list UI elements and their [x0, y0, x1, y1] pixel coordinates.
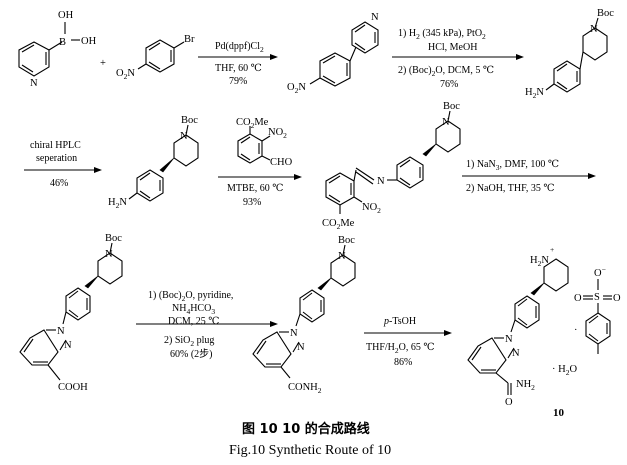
imine-intermediate: N Boc N NO2 CO2Me	[322, 101, 461, 231]
amide-nh2: NH2	[516, 379, 535, 392]
piperidine-nitrogen: N	[590, 24, 598, 35]
step1-reagent: Pd(dppf)Cl2	[215, 41, 264, 54]
hydroxyl-top: OH	[58, 10, 74, 21]
methyl-ester: CO2Me	[236, 117, 269, 130]
step2-reagent-3: 2) (Boc)2O, DCM, 5 ℃	[398, 65, 494, 78]
imine-nitrogen: N	[377, 176, 385, 187]
bromine-atom: Br	[184, 34, 195, 45]
compound-label: 10	[553, 407, 565, 419]
sulfonyl-oxygen: O	[574, 293, 582, 304]
step6-reagent-3: DCM, 25 ℃	[168, 316, 219, 327]
indazole-n2: N	[290, 328, 298, 339]
boc-group: Boc	[597, 8, 614, 19]
boc-group: Boc	[181, 115, 198, 126]
step2-reagent-1: 1) H2 (345 kPa), PtO2	[398, 28, 486, 41]
step4-conditions: MTBE, 60 ℃	[227, 183, 283, 194]
aldehyde-group: CHO	[270, 157, 293, 168]
step1-conditions: THF, 60 ℃	[215, 63, 262, 74]
boron-atom: B	[59, 37, 66, 48]
sulfur-atom: S	[594, 292, 600, 303]
boc-group: Boc	[105, 233, 122, 244]
sulfonyl-oxygen-2: O	[613, 293, 621, 304]
indazole-n1: N	[297, 342, 305, 353]
piperidine-nitrogen: N	[338, 251, 346, 262]
indazole-n2: N	[505, 334, 513, 345]
nitro-o2n: O2N	[116, 68, 135, 81]
step6-reagent-1: 1) (Boc)2O, pyridine,	[148, 290, 233, 303]
sulfonate-o-minus: O−	[594, 265, 606, 279]
step6-reagent-2: NH4HCO3	[172, 303, 215, 316]
plus-sign: +	[100, 58, 106, 69]
methyl-ester: CO2Me	[322, 218, 355, 231]
bromo-nitrobenzene: Br O2N	[116, 34, 195, 81]
carboxylic-acid: COOH	[58, 382, 88, 393]
pyridine-nitrogen: N	[371, 12, 379, 23]
piperidine-nitrogen: N	[442, 117, 450, 128]
pyridine-boronic-acid: B OH OH N	[18, 10, 97, 89]
nitro-o2n: O2N	[287, 82, 306, 95]
step5-reagent-1: 1) NaN3, DMF, 100 ℃	[466, 159, 559, 172]
boc-group: Boc	[338, 235, 355, 246]
amine-h2n: H2N	[108, 197, 127, 210]
caption-english: Fig.10 Synthetic Route of 10	[229, 443, 391, 458]
tosylate-anion: O− S O O ·	[574, 265, 621, 354]
piperidine-nitrogen: N	[105, 249, 113, 260]
hydroxyl-right: OH	[81, 36, 97, 47]
indazole-carboxylic-acid: N Boc N N COOH	[19, 233, 123, 393]
caption-chinese: 图 10 10 的合成路线	[242, 421, 370, 437]
step5-reagent-2: 2) NaOH, THF, 35 ℃	[466, 183, 555, 194]
nitro-group: NO2	[268, 127, 287, 140]
chiral-boc-aminophenyl-piperidine: N Boc H2N	[108, 115, 199, 210]
step3-yield: 46%	[50, 178, 68, 189]
indazole-carboxamide: N Boc N N CONH2	[252, 235, 356, 395]
product-10: H2N + N N NH2 O · H2O	[467, 245, 577, 408]
piperidine-nitrogen: N	[180, 131, 188, 142]
step7-yield: 86%	[394, 357, 412, 368]
amine-h2n: H2N	[525, 87, 544, 100]
step7-reagent: p-TsOH	[383, 316, 416, 327]
positive-charge: +	[550, 245, 554, 254]
indazole-n1: N	[64, 340, 72, 351]
amide-oxygen: O	[505, 397, 513, 408]
boc-aminophenyl-piperidine: N Boc H2N	[525, 8, 614, 100]
step6-reagent-4: 2) SiO2 plug	[164, 335, 214, 348]
step2-yield: 76%	[440, 79, 458, 90]
indazole-n2: N	[57, 326, 65, 337]
step3-method: chiral HPLC	[30, 140, 81, 151]
ammonium-nh2: H2N	[530, 255, 549, 268]
step3-method-2: seperation	[36, 153, 77, 164]
step7-conditions: THF/H2O, 65 ℃	[366, 342, 435, 355]
step1-yield: 79%	[229, 76, 247, 87]
step2-reagent-2: HCl, MeOH	[428, 42, 477, 53]
salt-dot: ·	[574, 325, 578, 336]
step6-yield: 60% (2步)	[170, 348, 213, 360]
boc-group: Boc	[443, 101, 460, 112]
pyridine-nitrogen: N	[30, 78, 38, 89]
nitrophenyl-pyridine: N O2N	[287, 12, 379, 95]
nitro-group: NO2	[362, 202, 381, 215]
carboxamide: CONH2	[288, 382, 322, 395]
nitro-benzaldehyde-ester: CO2Me NO2 CHO	[236, 117, 293, 168]
step4-yield: 93%	[243, 197, 261, 208]
indazole-n1: N	[512, 348, 520, 359]
hydrate: · H2O	[552, 364, 577, 377]
